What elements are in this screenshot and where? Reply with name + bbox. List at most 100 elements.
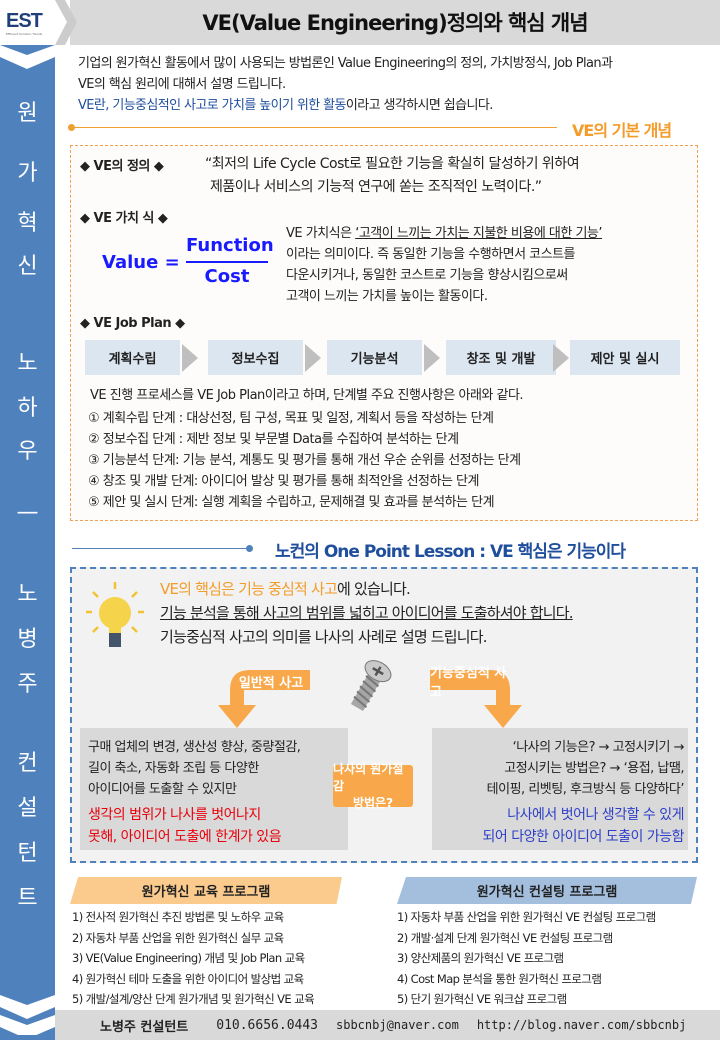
functional-thinking-text: ‘나사의 기능은? → 고정시키기 → xyxy=(512,740,685,755)
section-dot xyxy=(68,124,75,131)
lesson-text: 에 있습니다. xyxy=(337,580,411,598)
formula-numerator: Function xyxy=(186,235,274,256)
definition-label: ◆ VE의 정의 ◆ xyxy=(80,159,164,174)
footer-email[interactable]: sbbcnbj@naver.com xyxy=(336,1018,459,1032)
arrow-right-icon xyxy=(305,344,321,372)
intro-text: 이라고 생각하시면 쉽습니다. xyxy=(345,98,494,113)
formula-denominator: Cost xyxy=(204,266,250,287)
curved-arrow-left-icon xyxy=(218,670,310,728)
section-dot xyxy=(246,545,253,552)
general-thinking-text: 구매 업체의 변경, 생산성 향상, 중량절감, xyxy=(88,740,301,755)
jobplan-stage: ③ 기능분석 단계: 기능 분석, 계통도 및 평가를 통해 개선 우순 순위를… xyxy=(88,453,521,468)
jobplan-stage: ① 계획수립 단계 : 대상선정, 팀 구성, 목표 및 일정, 계획서 등을 … xyxy=(88,411,494,426)
education-program-item: 2) 자동차 부품 산업을 위한 원가혁신 실무 교육 xyxy=(72,930,284,945)
functional-thinking-text: 고정시키는 방법은? → ‘용접, 납땜, xyxy=(504,761,684,776)
lesson-highlight: VE의 핵심은 기능 중심적 사고 xyxy=(160,580,338,598)
chevron-right-icon xyxy=(55,0,77,45)
consulting-program-item[interactable]: 3) 양산제품의 원가혁신 VE 프로그램 xyxy=(397,951,564,965)
functional-thinking-conclusion: 나사에서 벗어나 생각할 수 있게 xyxy=(507,807,684,823)
jobplan-step: 기능분석 xyxy=(327,340,422,375)
jobplan-step: 창조 및 개발 xyxy=(446,340,556,375)
chevron-down-icon xyxy=(0,45,55,69)
education-program-item: 3) VE(Value Engineering) 개념 및 Job Plan 교… xyxy=(72,951,305,965)
jobplan-step: 계획수립 xyxy=(85,340,180,375)
intro-line: 기업의 원가혁신 활동에서 많이 사용되는 방법론인 Value Enginee… xyxy=(78,56,613,71)
general-thinking-tag: 일반적 사고 xyxy=(238,675,304,691)
formula-desc-text: VE 가치식은 xyxy=(286,226,356,241)
consulting-program-item[interactable]: 5) 단기 원가혁신 VE 워크샵 프로그램 xyxy=(397,992,567,1006)
footer-url[interactable]: http://blog.naver.com/sbbcnbj xyxy=(476,1018,687,1032)
sidebar-char: 우 xyxy=(17,439,38,464)
intro-line: VE의 핵심 원리에 대해서 설명 드립니다. xyxy=(78,77,286,92)
functional-thinking-conclusion: 되어 다양한 아이디어 도출이 가능함 xyxy=(482,829,685,845)
definition-text: “최저의 Life Cycle Cost로 필요한 기능을 확실히 달성하기 위… xyxy=(205,156,580,172)
center-question-line: 방법은? xyxy=(352,795,394,810)
jobplan-label: ◆ VE Job Plan ◆ xyxy=(80,316,185,331)
general-thinking-conclusion: 못해, 아이디어 도출에 한계가 있음 xyxy=(88,829,282,845)
section-title-basic: VE의 기본 개념 xyxy=(572,121,672,140)
general-thinking-text: 아이디어를 도출할 수 있지만 xyxy=(88,782,237,797)
consulting-program-header: 원가혁신 컨설팅 프로그램 xyxy=(397,877,697,904)
sidebar-char: — xyxy=(16,500,39,525)
sidebar-char: 트 xyxy=(17,886,38,911)
sidebar-char: 턴 xyxy=(17,841,38,866)
intro-line: VE란, 기능중심적인 사고로 가치를 높이기 위한 활동이라고 생각하시면 쉽… xyxy=(78,94,493,113)
formula-desc: 고객이 느끼는 가치를 높이는 활동이다. xyxy=(286,289,488,304)
jobplan-step: 정보수집 xyxy=(208,340,303,375)
education-program-item: 5) 개발/설계/양산 단계 원가개념 및 원가혁신 VE 교육 xyxy=(72,992,315,1006)
lesson-line: 기능중심적 사고의 의미를 나사의 사례로 설명 드립니다. xyxy=(160,628,488,646)
logo-subtitle: Efficient Solution Trends xyxy=(6,32,43,36)
formula-label: ◆ VE 가치 식 ◆ xyxy=(80,211,168,226)
logo-area: EST Efficient Solution Trends xyxy=(0,0,55,45)
sidebar-char: 노 xyxy=(17,351,38,376)
education-program-item: 4) 원가혁신 테마 도출을 위한 아이디어 발상법 교육 xyxy=(72,971,304,986)
screw-icon xyxy=(350,660,392,712)
jobplan-intro: VE 진행 프로세스를 VE Job Plan이라고 하며, 단계별 주요 진행… xyxy=(90,388,524,403)
lightbulb-icon xyxy=(86,582,144,647)
lesson-line: VE의 핵심은 기능 중심적 사고에 있습니다. xyxy=(160,578,411,599)
formula-value: Value xyxy=(102,252,159,273)
formula-equals: = xyxy=(164,252,180,273)
lesson-line: 기능 분석을 통해 사고의 범위를 넓히고 아이디어를 도출하셔야 합니다. xyxy=(160,604,574,622)
jobplan-step: 제안 및 실시 xyxy=(570,340,680,375)
jobplan-stage: ② 정보수집 단계 : 제반 정보 및 부문별 Data를 수집하여 분석하는 … xyxy=(88,432,459,447)
general-thinking-text: 길이 축소, 자동화 조립 등 다양한 xyxy=(88,761,259,776)
sidebar-char: 주 xyxy=(17,672,38,697)
footer-name: 노병주 컨설턴트 xyxy=(100,1019,189,1035)
fraction-bar xyxy=(186,261,268,263)
page-title: VE(Value Engineering)정의와 핵심 개념 xyxy=(202,11,588,35)
consulting-program-item[interactable]: 1) 자동차 부품 산업을 위한 원가혁신 VE 컨설팅 프로그램 xyxy=(397,910,656,924)
functional-thinking-box xyxy=(432,728,688,850)
formula-desc-underline: ‘고객이 느끼는 가치는 지불한 비용에 대한 기능’ xyxy=(355,226,603,241)
footer-phone[interactable]: 010.6656.0443 xyxy=(216,1017,318,1033)
sidebar-char: 원 xyxy=(17,101,38,126)
arrow-right-icon xyxy=(553,344,569,372)
chevron-down-icon xyxy=(0,995,55,1035)
basic-concept-box xyxy=(70,145,698,521)
intro-highlight: VE란, 기능중심적인 사고로 가치를 높이기 위한 활동 xyxy=(78,98,346,113)
sidebar-char: 하 xyxy=(17,396,38,421)
consulting-program-item[interactable]: 2) 개발·설계 단계 원가혁신 VE 컨설팅 프로그램 xyxy=(397,930,613,945)
definition-text: 제품이나 서비스의 기능적 연구에 쏟는 조직적인 노력이다.” xyxy=(210,179,542,195)
functional-thinking-text: 테이핑, 리벳팅, 후크방식 등 다양하다’ xyxy=(486,782,685,797)
sidebar-char: 설 xyxy=(17,796,38,821)
formula-lhs: Value = xyxy=(102,252,180,273)
formula-desc: VE 가치식은 ‘고객이 느끼는 가치는 지불한 비용에 대한 기능’ xyxy=(286,222,603,241)
education-program-item: 1) 전사적 원가혁신 추진 방법론 및 노하우 교육 xyxy=(72,910,284,924)
sidebar xyxy=(0,0,55,1040)
consulting-program-item[interactable]: 4) Cost Map 분석을 통한 원가혁신 프로그램 xyxy=(397,971,602,986)
center-question-line: 나사의 원가절감 xyxy=(333,761,404,793)
functional-thinking-tag: 기능중심적 사고 xyxy=(430,666,507,700)
logo: EST xyxy=(6,10,43,32)
sidebar-char: 가 xyxy=(17,161,38,186)
jobplan-stage: ⑤ 제안 및 실시 단계: 실행 계획을 수립하고, 문제해결 및 효과를 분석… xyxy=(88,495,495,510)
sidebar-char: 노 xyxy=(17,582,38,607)
general-thinking-box xyxy=(80,728,348,850)
formula-desc: 다운시키거나, 동일한 코스트로 기능을 향상시킴으로써 xyxy=(286,268,568,283)
jobplan-stage: ④ 창조 및 개발 단계: 아이디어 발상 및 평가를 통해 최적안을 선정하는… xyxy=(88,474,479,489)
section-divider xyxy=(72,548,250,549)
header-band xyxy=(70,0,720,45)
section-title-lesson: 노컨의 One Point Lesson : VE 핵심은 기능이다 xyxy=(275,542,626,562)
general-thinking-conclusion: 생각의 범위가 나사를 벗어나지 xyxy=(88,807,261,823)
